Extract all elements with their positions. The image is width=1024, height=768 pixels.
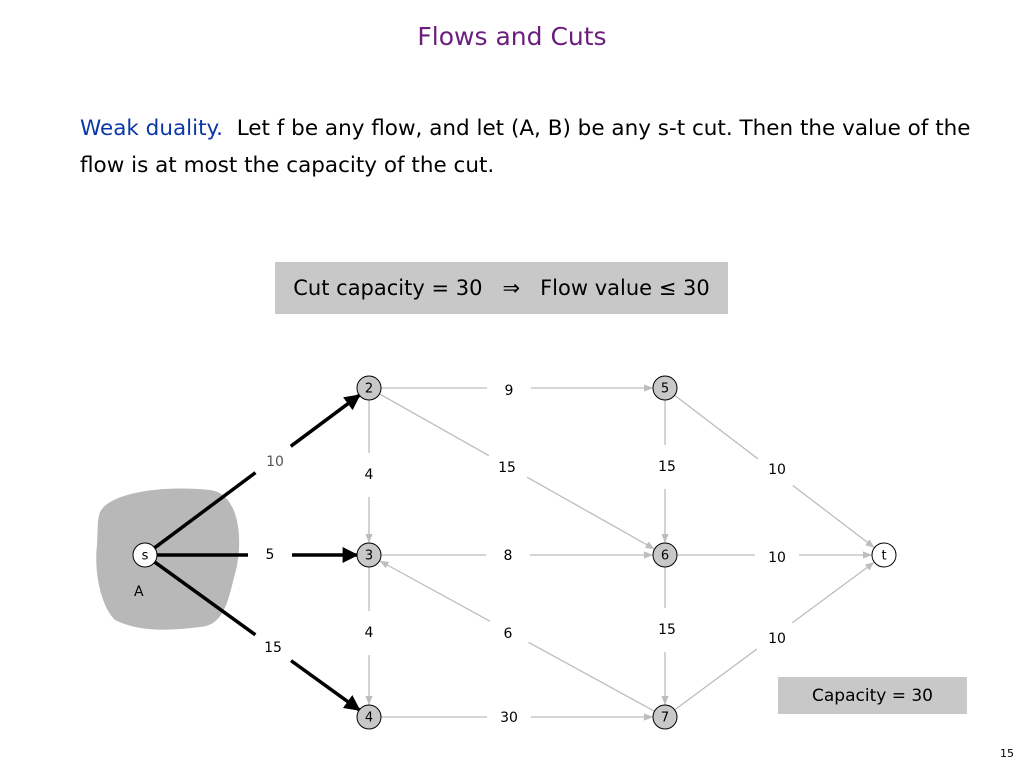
weak-duality-keyword: Weak duality. [80, 116, 224, 141]
edge-5-t-tail [674, 394, 759, 460]
edge-capacity-2-6: 15 [498, 460, 516, 476]
edge-capacity-3-4: 4 [365, 625, 374, 641]
edge-2-6-head [526, 476, 655, 550]
node-label-6: 6 [661, 549, 669, 564]
weak-duality-paragraph: Weak duality. Let f be any flow, and let… [80, 110, 980, 184]
edge-capacity-5-6: 15 [658, 459, 676, 475]
capacity-box: Capacity = 30 [778, 677, 967, 714]
edge-7-3-head [379, 560, 491, 622]
edge-capacity-6-7: 15 [658, 622, 676, 638]
weak-duality-statement: Let f be any flow, and let (A, B) be any… [80, 116, 971, 178]
edge-capacity-s-3: 5 [266, 547, 275, 563]
callout-flow-value: Flow value ≤ 30 [540, 276, 710, 300]
node-6 [652, 542, 678, 568]
edge-capacity-2-3: 4 [365, 467, 374, 483]
page-number: 15 [1000, 747, 1014, 760]
node-3 [356, 542, 382, 568]
node-label-t: t [881, 549, 886, 564]
edge-capacity-5-t: 10 [768, 462, 786, 478]
node-label-3: 3 [365, 549, 373, 564]
callout-cut-capacity: Cut capacity = 30 [293, 276, 483, 300]
edge-7-t-tail [674, 648, 758, 711]
node-label-4: 4 [365, 711, 373, 726]
node-label-7: 7 [661, 711, 669, 726]
edge-capacity-2-5: 9 [505, 383, 514, 399]
edge-s-4-tail [153, 560, 257, 637]
cut-capacity-callout: Cut capacity = 30 ⇒ Flow value ≤ 30 [275, 262, 728, 314]
edge-7-3-tail [528, 641, 655, 712]
edge-s-2-tail [153, 471, 257, 550]
edge-capacity-7-t: 10 [768, 631, 786, 647]
node-2 [356, 375, 382, 401]
edge-capacity-4-7: 30 [500, 710, 518, 726]
node-s [132, 542, 158, 568]
edge-capacity-7-3: 6 [504, 626, 513, 642]
node-7 [652, 704, 678, 730]
edge-s-2-head [289, 393, 361, 448]
node-t [871, 542, 897, 568]
edge-7-t-head [791, 561, 875, 624]
edge-capacity-s-4: 15 [264, 640, 282, 656]
node-5 [652, 375, 678, 401]
node-label-s: s [142, 549, 149, 564]
edge-capacity-s-2: 10 [266, 454, 284, 470]
node-label-2: 2 [365, 382, 373, 397]
edge-2-6-tail [379, 393, 490, 457]
edges-layer [153, 384, 875, 721]
nodes-layer: s 2 3 4 5 6 7 t [132, 375, 897, 730]
edge-capacity-3-6: 8 [504, 548, 513, 564]
edge-5-t-head [792, 484, 875, 549]
edge-capacity-6-t: 10 [768, 550, 786, 566]
edge-s-4-head [290, 659, 361, 712]
implies-arrow: ⇒ [502, 276, 521, 300]
cut-region-a [96, 488, 240, 630]
node-4 [356, 704, 382, 730]
labels-layer: 10 5 15 9 4 15 8 4 6 30 15 10 10 15 10 [264, 383, 786, 726]
slide-title: Flows and Cuts [417, 22, 607, 51]
node-label-5: 5 [661, 382, 669, 397]
region-label-a: A [134, 584, 144, 600]
